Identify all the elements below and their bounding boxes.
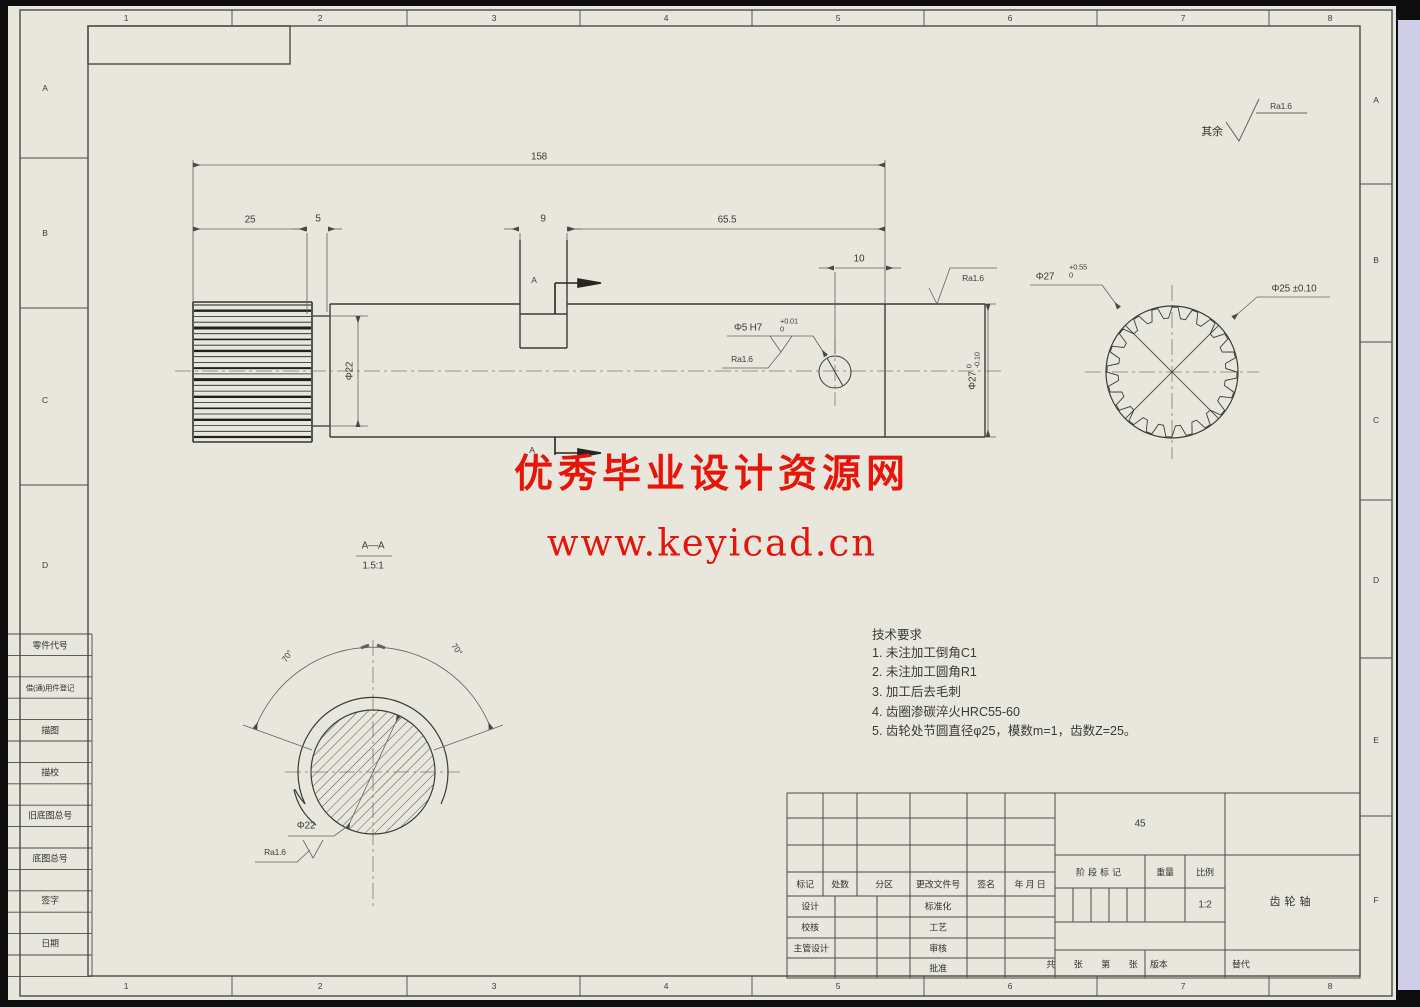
drawing-paper — [8, 6, 1396, 1000]
page-edge-strip — [1398, 20, 1420, 990]
watermark-site-name: 优秀毕业设计资源网 — [513, 453, 911, 496]
watermark-site-url: www.keyicad.cn — [546, 521, 878, 565]
